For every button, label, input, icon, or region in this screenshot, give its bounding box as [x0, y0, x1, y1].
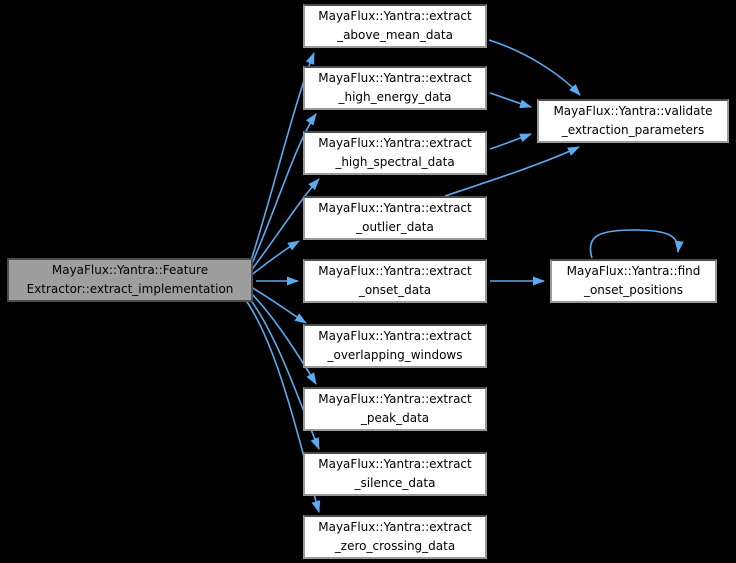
- node-label-line: MayaFlux::Yantra::extract: [318, 457, 472, 472]
- node-extract-silence-data[interactable]: MayaFlux::Yantra::extract _silence_data: [303, 452, 487, 496]
- node-label-line: MayaFlux::Yantra::extract: [318, 264, 472, 279]
- edge-impl-to-silence: [246, 294, 320, 450]
- node-extract-high-spectral-data[interactable]: MayaFlux::Yantra::extract _high_spectral…: [303, 131, 487, 175]
- node-label-line: _onset_positions: [583, 283, 684, 297]
- node-label-line: MayaFlux::Yantra::extract: [318, 392, 472, 407]
- node-label-line: MayaFlux::Yantra::extract: [318, 520, 472, 535]
- node-label-line: MayaFlux::Yantra::extract: [318, 9, 472, 24]
- edge-impl-to-outlier: [249, 240, 300, 277]
- node-label-line: _silence_data: [354, 476, 436, 490]
- node-label-line: _peak_data: [360, 411, 430, 425]
- node-extract-zero-crossing-data[interactable]: MayaFlux::Yantra::extract _zero_crossing…: [303, 515, 487, 559]
- edge-high-spectral-to-validate: [489, 133, 532, 150]
- edge-high-energy-to-validate: [489, 92, 532, 109]
- node-label-line: _outlier_data: [356, 220, 434, 234]
- node-label-line: MayaFlux::Yantra::extract: [318, 71, 472, 86]
- node-label-line: MayaFlux::Yantra::Feature: [51, 263, 209, 278]
- node-label-line: MayaFlux::Yantra::extract: [318, 136, 472, 151]
- node-label-line: _high_spectral_data: [335, 155, 455, 169]
- node-find-onset-positions[interactable]: MayaFlux::Yantra::find _onset_positions: [550, 259, 717, 303]
- node-label-line: MayaFlux::Yantra::extract: [318, 329, 472, 344]
- node-label-line: _overlapping_windows: [327, 348, 463, 362]
- edge-impl-to-overlapping: [250, 286, 307, 324]
- node-label-line: MayaFlux::Yantra::find: [566, 264, 701, 279]
- node-label-line: Extractor::extract_implementation: [26, 282, 234, 296]
- node-feature-extractor-extract-implementation: MayaFlux::Yantra::Feature Extractor::ext…: [7, 258, 253, 302]
- edge-impl-to-peak: [248, 290, 317, 385]
- node-label-line: _above_mean_data: [337, 28, 453, 42]
- edge-above-mean-to-validate: [488, 39, 581, 96]
- node-label-line: _zero_crossing_data: [334, 539, 456, 553]
- node-label-line: MayaFlux::Yantra::extract: [318, 201, 472, 216]
- edge-impl-to-high-energy: [249, 113, 317, 269]
- edge-find-self-loop: [589, 229, 684, 259]
- node-label-line: _high_energy_data: [338, 90, 452, 104]
- node-extract-high-energy-data[interactable]: MayaFlux::Yantra::extract _high_energy_d…: [303, 66, 487, 110]
- edge-impl-to-high-spectral: [249, 178, 320, 273]
- node-extract-peak-data[interactable]: MayaFlux::Yantra::extract _peak_data: [303, 387, 487, 431]
- node-extract-above-mean-data[interactable]: MayaFlux::Yantra::extract _above_mean_da…: [303, 4, 487, 48]
- edge-outlier-to-validate: [444, 146, 580, 197]
- node-label-line: _onset_data: [358, 283, 432, 297]
- node-label-line: _extraction_parameters: [561, 123, 705, 137]
- node-extract-onset-data[interactable]: MayaFlux::Yantra::extract _onset_data: [303, 259, 487, 303]
- node-validate-extraction-parameters[interactable]: MayaFlux::Yantra::validate _extraction_p…: [537, 99, 729, 143]
- node-label-line: MayaFlux::Yantra::validate: [553, 104, 713, 119]
- node-extract-overlapping-windows[interactable]: MayaFlux::Yantra::extract _overlapping_w…: [303, 324, 487, 368]
- node-extract-outlier-data[interactable]: MayaFlux::Yantra::extract _outlier_data: [303, 196, 487, 240]
